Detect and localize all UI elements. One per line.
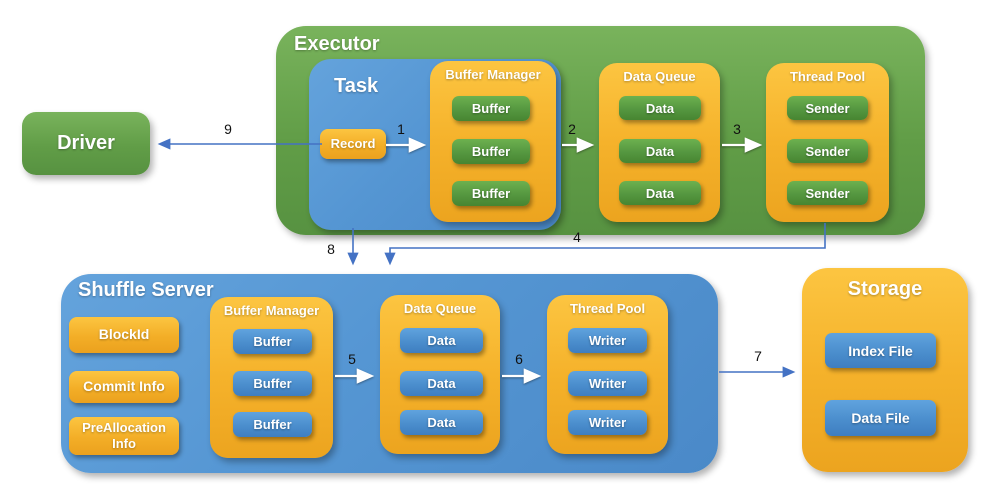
executor-thread-pool-title: Thread Pool bbox=[789, 69, 866, 84]
executor-sender-item: Sender bbox=[787, 96, 868, 120]
shuffle-server-box: Shuffle Server BlockId Commit Info PreAl… bbox=[61, 274, 718, 473]
executor-thread-pool-box: Thread Pool Sender Sender Sender bbox=[766, 63, 889, 222]
executor-sender-item: Sender bbox=[787, 181, 868, 205]
executor-box: Executor Task Record Buffer Manager Buff… bbox=[276, 26, 925, 235]
executor-buffer-item: Buffer bbox=[452, 96, 530, 121]
storage-box: Storage Index File Data File bbox=[802, 268, 968, 472]
step-label-6: 6 bbox=[515, 351, 523, 367]
step-label-9: 9 bbox=[224, 121, 232, 137]
shuffle-data-item: Data bbox=[400, 328, 483, 353]
shuffle-writer-item: Writer bbox=[568, 328, 647, 353]
step-label-7: 7 bbox=[754, 348, 762, 364]
step-label-4: 4 bbox=[573, 229, 581, 245]
driver-title: Driver bbox=[57, 132, 115, 154]
shuffle-buffer-item: Buffer bbox=[233, 371, 312, 396]
step-label-8: 8 bbox=[327, 241, 335, 257]
executor-buffer-manager-title: Buffer Manager bbox=[445, 67, 541, 82]
shuffle-writer-item: Writer bbox=[568, 410, 647, 435]
executor-buffer-item: Buffer bbox=[452, 181, 530, 206]
shuffle-buffer-manager-title: Buffer Manager bbox=[223, 303, 320, 318]
executor-buffer-item: Buffer bbox=[452, 139, 530, 164]
shuffle-thread-pool-title: Thread Pool bbox=[569, 301, 646, 316]
executor-sender-item: Sender bbox=[787, 139, 868, 163]
executor-title: Executor bbox=[294, 33, 380, 55]
executor-data-item: Data bbox=[619, 139, 701, 163]
executor-data-item: Data bbox=[619, 96, 701, 120]
shuffle-buffer-item: Buffer bbox=[233, 329, 312, 354]
step-label-1: 1 bbox=[397, 121, 405, 137]
shuffle-server-title: Shuffle Server bbox=[78, 279, 214, 301]
step-label-5: 5 bbox=[348, 351, 356, 367]
driver-box: Driver bbox=[22, 112, 150, 175]
index-file-box: Index File bbox=[825, 333, 936, 368]
preallocation-info-box: PreAllocation Info bbox=[69, 417, 179, 455]
shuffle-data-queue-box: Data Queue Data Data Data bbox=[380, 295, 500, 454]
data-file-box: Data File bbox=[825, 400, 936, 436]
executor-buffer-manager-box: Buffer Manager Buffer Buffer Buffer bbox=[430, 61, 556, 222]
shuffle-buffer-manager-box: Buffer Manager Buffer Buffer Buffer bbox=[210, 297, 333, 458]
shuffle-data-item: Data bbox=[400, 371, 483, 396]
blockid-box: BlockId bbox=[69, 317, 179, 353]
executor-data-queue-box: Data Queue Data Data Data bbox=[599, 63, 720, 222]
shuffle-data-queue-title: Data Queue bbox=[403, 301, 477, 316]
shuffle-data-item: Data bbox=[400, 410, 483, 435]
step-label-3: 3 bbox=[733, 121, 741, 137]
executor-data-item: Data bbox=[619, 181, 701, 205]
commit-info-box: Commit Info bbox=[69, 371, 179, 403]
storage-title: Storage bbox=[847, 278, 923, 300]
shuffle-writer-item: Writer bbox=[568, 371, 647, 396]
step-label-2: 2 bbox=[568, 121, 576, 137]
executor-data-queue-title: Data Queue bbox=[623, 69, 696, 84]
record-box: Record bbox=[320, 129, 386, 159]
shuffle-buffer-item: Buffer bbox=[233, 412, 312, 437]
shuffle-thread-pool-box: Thread Pool Writer Writer Writer bbox=[547, 295, 668, 454]
task-title: Task bbox=[334, 75, 379, 97]
